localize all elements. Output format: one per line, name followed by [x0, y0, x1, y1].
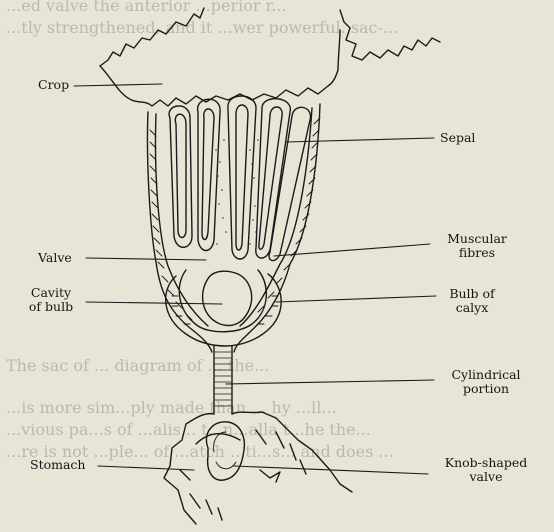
leader-lines: [74, 84, 436, 474]
leader-bulb-of-calyx: [276, 296, 436, 302]
label-muscular-fibres: Muscular fibres: [432, 232, 522, 260]
stipple: [215, 139, 259, 245]
label-line: valve: [426, 470, 546, 484]
label-cavity-of-bulb: Cavity of bulb: [16, 286, 86, 314]
label-line: Cavity: [16, 286, 86, 300]
label-line: portion: [428, 382, 544, 396]
crop-outline: [100, 8, 440, 66]
sepal: [236, 105, 248, 250]
stomach-folds: [180, 430, 306, 520]
cavity-of-bulb: [203, 271, 252, 325]
leader-cylindrical-portion: [226, 380, 434, 384]
knob-valve-inner: [214, 432, 236, 469]
stomach-outline: [164, 412, 352, 524]
sepal: [259, 107, 282, 249]
sepal: [175, 114, 186, 237]
leader-cavity-of-bulb: [86, 302, 222, 304]
label-line: Muscular: [432, 232, 522, 246]
leader-valve: [86, 258, 206, 260]
label-line: fibres: [432, 246, 522, 260]
label-sepal: Sepal: [440, 131, 475, 145]
cylindrical-portion: [214, 346, 232, 414]
label-line: calyx: [432, 301, 512, 315]
leader-stomach: [98, 466, 194, 470]
label-line: Knob-shaped: [426, 456, 546, 470]
label-knob-shaped-valve: Knob-shaped valve: [426, 456, 546, 484]
label-line: of bulb: [16, 300, 86, 314]
label-crop: Crop: [38, 78, 69, 92]
label-bulb-of-calyx: Bulb of calyx: [432, 287, 512, 315]
label-line: Cylindrical: [428, 368, 544, 382]
cylindrical-rings: [215, 352, 231, 406]
label-line: Bulb of: [432, 287, 512, 301]
label-cylindrical-portion: Cylindrical portion: [428, 368, 544, 396]
knob-shaped-valve: [206, 422, 244, 480]
label-stomach: Stomach: [30, 458, 85, 472]
sepal: [169, 106, 192, 247]
crop-lower-edge: [100, 30, 340, 106]
label-valve: Valve: [38, 251, 72, 265]
leader-sepal: [286, 138, 434, 142]
leader-crop: [74, 84, 162, 86]
bulb-middle: [179, 270, 266, 332]
sepal: [202, 109, 214, 240]
